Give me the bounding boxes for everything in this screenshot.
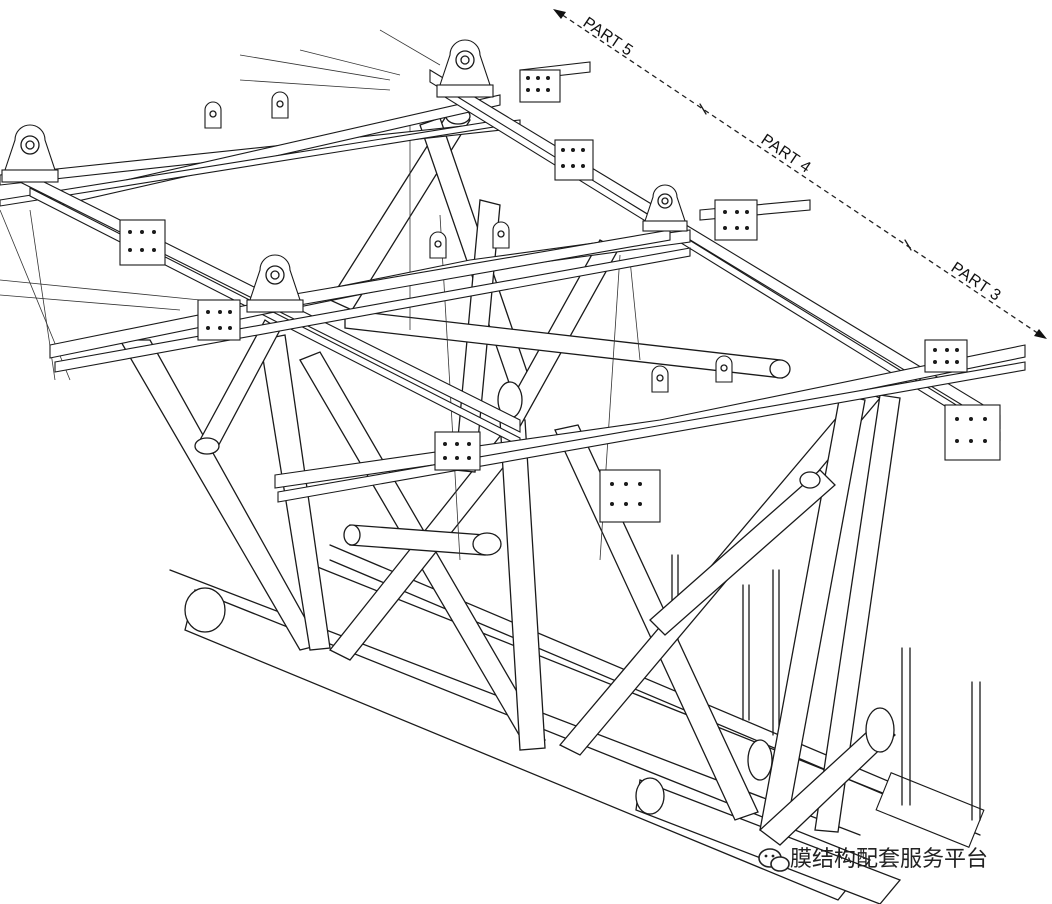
splice-plates [119,69,1001,523]
lifting-lugs [204,91,733,393]
wechat-icon [758,848,790,872]
lower-rails [299,544,985,848]
label-part-3: PART 3 [948,259,1004,304]
pin-joints [1,39,688,313]
watermark-text: 膜结构配套服务平台 [790,847,988,872]
watermark: 膜结构配套服务平台 [758,847,988,872]
diagonal-braces [118,107,901,846]
label-part-5: PART 5 [580,14,636,59]
part-dimension-line [553,9,1047,339]
label-part-4: PART 4 [758,131,814,176]
